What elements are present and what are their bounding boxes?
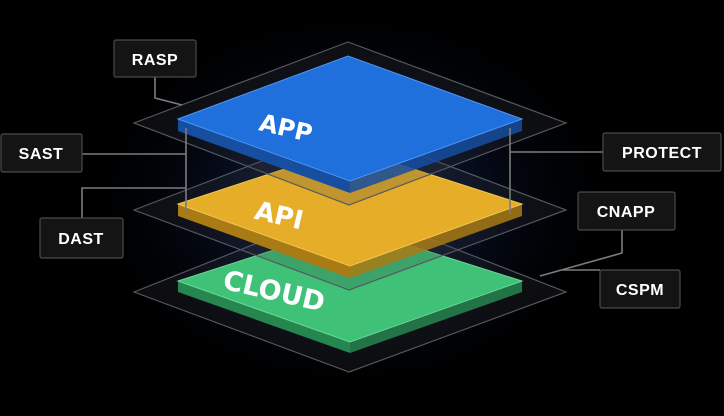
connectors (81, 77, 623, 277)
tag-protect-label: PROTECT (622, 145, 702, 162)
tag-sast-label: SAST (19, 146, 64, 163)
layer-app: APP (132, 41, 568, 206)
app-top (176, 55, 524, 182)
tag-rasp: RASP (113, 39, 197, 78)
api-side-left (178, 204, 350, 278)
tag-cspm: CSPM (599, 269, 681, 309)
tag-rasp-box (113, 39, 197, 78)
tag-cspm-label: CSPM (616, 282, 664, 299)
tag-dast: DAST (39, 217, 124, 259)
tag-sast: SAST (0, 133, 83, 173)
tag-dast-box (39, 217, 124, 259)
tag-cspm-box (599, 269, 681, 309)
app-side-right (350, 119, 522, 193)
tag-sast-box (0, 133, 83, 173)
tag-dast-label: DAST (58, 231, 104, 248)
api-side-right (350, 204, 522, 278)
tag-cnapp: CNAPP (577, 191, 676, 231)
tag-cnapp-label: CNAPP (597, 204, 656, 221)
layer-api: API (132, 127, 568, 291)
app-side-left (178, 119, 350, 193)
dast-connector (81, 187, 186, 218)
tag-protect-box (602, 132, 722, 172)
cloud-side-left (178, 281, 350, 353)
tag-protect: PROTECT (602, 132, 722, 172)
tag-cnapp-box (577, 191, 676, 231)
tag-rasp-label: RASP (132, 52, 178, 69)
rasp-connector (154, 77, 183, 106)
cnapp-connector (539, 230, 623, 277)
cloud-side-right (350, 281, 522, 353)
